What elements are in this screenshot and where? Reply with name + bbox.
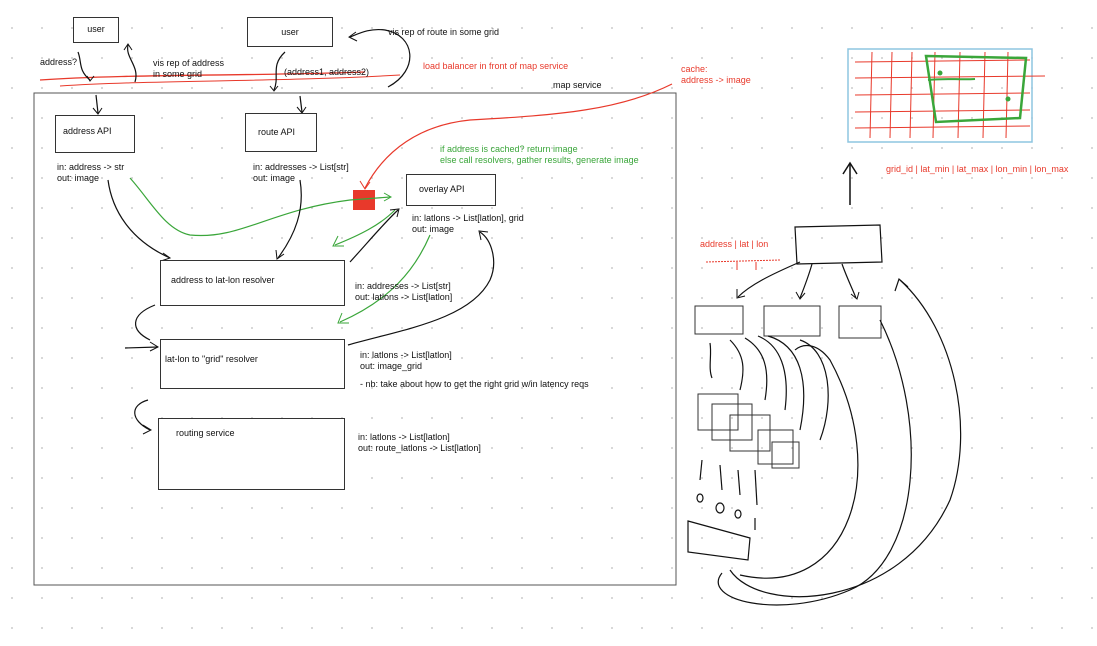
arrowhead [383,192,393,202]
user-label-1: user [87,24,105,34]
grid-to-overlay-arrow [347,231,495,346]
user-box-2[interactable]: user [247,17,333,47]
route-api-label: route API [258,127,296,137]
address-schema-label: address | lat | lon [700,239,769,249]
schema-column-marks [736,262,757,270]
arrowhead [359,180,371,190]
cache-logic-note: if address is cached? return image else … [440,144,639,165]
route-response-arrow [349,28,411,88]
vis-rep-route-note: vis rep of route in some grid [388,27,500,37]
cache-check-flow [129,177,391,237]
map-grid-sketch [847,48,1033,143]
tile-to-output-arrows [699,459,758,506]
arrowhead [332,235,344,247]
grid-resolver-io: in: latlons -> List[latlon] out: image_g… [360,350,452,371]
load-balancer-line-2 [59,74,401,87]
map-service-label: map service [553,80,602,90]
address-question-note: address? [40,57,78,67]
arrowhead [142,424,153,435]
route-api-io: in: addresses -> List[str] out: image [253,162,349,183]
overlay-api-box[interactable]: overlay API [406,174,496,206]
arrowhead [275,249,285,260]
user-label-2: user [281,27,299,37]
address-api-io: in: address -> str out: image [57,162,125,183]
arrowhead [850,291,860,300]
address-api-box[interactable]: address API [55,115,135,153]
address-api-label: address API [63,126,112,136]
routing-service-label: routing service [176,428,235,438]
overlay-api-label: overlay API [419,184,465,194]
worker-box [763,305,821,337]
map-grid-lines [854,51,1046,139]
map-service-container [33,92,677,586]
grid-latency-note: - nb: take about how to get the right gr… [360,379,589,389]
arrowhead [86,75,95,82]
resolver-result-flow [339,234,431,323]
cache-miss-flow [334,209,396,246]
cache-block [353,190,375,210]
address-resolver-label: address to lat-lon resolver [171,275,275,285]
load-balancer-note: load balancer in front of map service [423,61,569,71]
load-balancer-line [39,71,366,81]
arrowhead [92,107,103,115]
cache-pointer-line [364,83,673,189]
vis-rep-address-note: vis rep of address in some grid [153,58,225,79]
route-api-box[interactable]: route API [245,113,317,152]
arrowhead [123,43,133,51]
arrowhead [795,291,806,300]
dispatcher-box [794,224,883,265]
routing-service-box[interactable]: routing service [158,418,345,490]
resolver-to-grid-arrow [135,304,156,341]
address-resolver-io: in: addresses -> List[str] out: latlons … [355,281,453,302]
overlay-api-io: in: latlons -> List[latlon], grid out: i… [412,213,524,234]
route-api-to-resolver-arrow [277,179,302,259]
grid-to-routing-arrow [134,399,151,431]
route-highlight [927,78,976,81]
grid-entry-line [124,346,159,349]
routing-service-io: in: latlons -> List[latlon] out: route_l… [358,432,481,453]
grid-schema-label: grid_id | lat_min | lat_max | lon_min | … [886,164,1069,174]
lb-to-route-api-arrow [299,95,303,113]
output-box [687,520,751,561]
arrowhead [842,161,858,175]
route-request-arrow [273,51,286,91]
address-resolver-box[interactable]: address to lat-lon resolver [160,260,345,306]
worker-to-tile-arrows [709,335,829,441]
route-point [1005,96,1011,102]
arrowhead [269,85,279,92]
address-schema-underline [705,259,781,263]
route-point [937,70,943,76]
grid-resolver-label: lat-lon to "grid" resolver [165,354,258,364]
address-api-to-resolver-arrow [107,179,171,259]
arrowhead [478,230,489,241]
output-marks [696,493,756,530]
lb-to-address-api-arrow [95,94,99,114]
grid-resolver-box[interactable]: lat-lon to "grid" resolver [160,339,345,389]
fanout-arrow [799,263,813,299]
address-pair-note: (address1, address2) [284,67,370,77]
arrowhead [348,31,358,42]
arrowhead [337,312,349,324]
user-box-1[interactable]: user [73,17,119,43]
worker-box [694,305,744,335]
arrowhead [389,208,400,218]
cache-note: cache: address -> image [681,64,751,85]
fanout-arrow [737,261,801,298]
arrowhead [149,341,160,352]
overlapping-tiles [697,393,800,469]
resolver-to-overlay-arrow [349,209,399,263]
arrowhead [736,289,746,299]
selected-grid-region [924,54,1028,124]
address-response-arrow [127,44,137,83]
feedback-loops [717,277,962,606]
fanout-arrow [841,263,857,299]
